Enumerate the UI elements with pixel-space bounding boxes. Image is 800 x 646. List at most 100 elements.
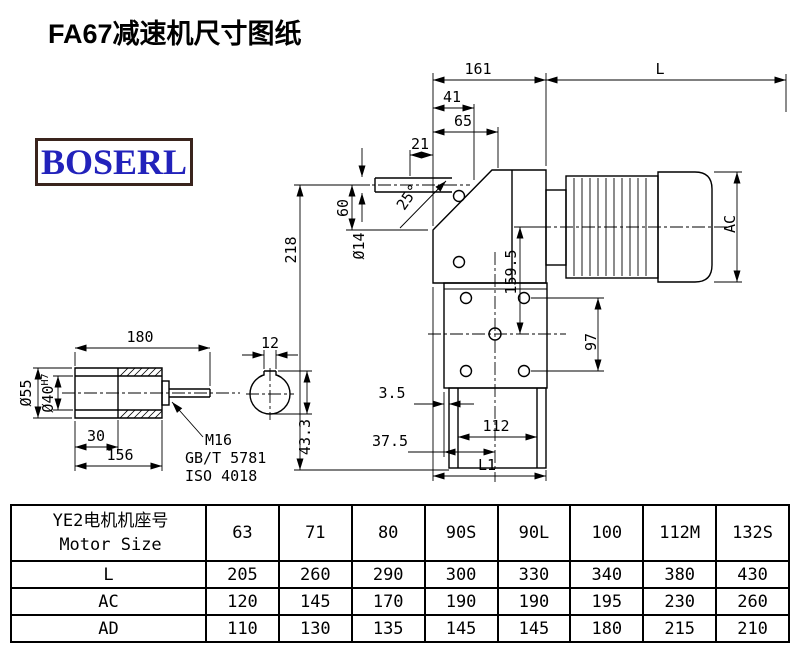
- dim-label-12: 12: [261, 334, 279, 352]
- dim-label-AC: AC: [721, 215, 739, 233]
- table-row-AC: AC 120 145 170 190 190 195 230 260: [10, 587, 790, 616]
- size-col-71: 71: [277, 504, 353, 562]
- centerlines: [428, 252, 566, 482]
- cell-L-132S: 430: [715, 560, 790, 589]
- table-row-L: L 205 260 290 300 330 340 380 430: [10, 560, 790, 589]
- dim-43-3: 43.3: [272, 370, 314, 455]
- dim-label-L: L: [655, 60, 664, 78]
- dim-112: 112: [458, 417, 537, 441]
- cell-AD-90L: 145: [496, 614, 572, 643]
- dim-diameter-55: Ø55: [17, 367, 72, 419]
- cell-AC-80: 170: [350, 587, 426, 616]
- cell-AC-112M: 230: [642, 587, 718, 616]
- dim-21: 21: [409, 135, 433, 176]
- dim-label-40-tolerance: H7: [40, 373, 51, 385]
- dim-60: 60: [334, 185, 428, 231]
- brand-logo-text: BOSERL: [40, 142, 188, 182]
- dim-label-159-5: 159.5: [502, 249, 520, 294]
- size-col-100: 100: [569, 504, 645, 562]
- dim-label-156: 156: [106, 446, 133, 464]
- cell-AC-90S: 190: [423, 587, 499, 616]
- table-row-AD: AD 110 130 135 145 145 180 215 210: [10, 614, 790, 643]
- dim-3-5: 3.5: [378, 384, 474, 457]
- size-col-90S: 90S: [423, 504, 499, 562]
- dim-label-3-5: 3.5: [378, 384, 405, 402]
- cell-AC-100: 195: [569, 587, 645, 616]
- note-m16: M16: [205, 431, 232, 449]
- dim-label-37-5: 37.5: [372, 432, 408, 450]
- cell-L-112M: 380: [642, 560, 718, 589]
- size-col-112M: 112M: [642, 504, 718, 562]
- cell-AC-71: 145: [277, 587, 353, 616]
- dim-diameter-40H7: Ø40H7: [39, 373, 73, 413]
- dim-label-60: 60: [334, 199, 352, 217]
- bolt-note: M16 GB/T 5781 ISO 4018: [171, 401, 266, 485]
- dim-label-diameter-55: Ø55: [17, 379, 35, 406]
- cell-AC-90L: 190: [496, 587, 572, 616]
- dim-angle-25: 25°: [393, 180, 447, 229]
- table-header-row: YE2电机机座号 Motor Size 63 71 80 90S 90L 100…: [10, 504, 790, 562]
- dim-65: 65: [433, 112, 499, 168]
- cell-AD-63: 110: [205, 614, 280, 643]
- dim-label-112: 112: [482, 417, 509, 435]
- dim-161: 161: [432, 60, 547, 226]
- row-label-L: L: [10, 560, 207, 589]
- row-label-AD: AD: [10, 614, 207, 643]
- dim-180: 180: [74, 328, 211, 386]
- note-iso-standard: ISO 4018: [185, 467, 257, 485]
- hollow-shaft-detail: [62, 367, 240, 419]
- dim-label-41: 41: [443, 88, 461, 106]
- dim-AC: AC: [714, 171, 742, 283]
- dim-shaft-diameter-14: Ø14: [350, 148, 368, 260]
- note-gb-standard: GB/T 5781: [185, 449, 266, 467]
- page-title: FA67减速机尺寸图纸: [48, 19, 302, 49]
- bore-section-detail: [246, 368, 294, 420]
- motor-size-table: YE2电机机座号 Motor Size 63 71 80 90S 90L 100…: [10, 504, 790, 643]
- table-header-motor-size: YE2电机机座号 Motor Size: [10, 504, 207, 562]
- cell-AC-132S: 260: [715, 587, 790, 616]
- cell-AC-63: 120: [205, 587, 280, 616]
- dim-L1: L1: [432, 287, 547, 481]
- size-col-63: 63: [205, 504, 280, 562]
- header-line-cn: YE2电机机座号: [52, 511, 169, 531]
- cell-AD-71: 130: [277, 614, 353, 643]
- header-line-en: Motor Size: [59, 535, 162, 555]
- dim-label-97: 97: [582, 333, 600, 351]
- dim-159-5: 159.5: [502, 226, 540, 334]
- cell-AD-132S: 210: [715, 614, 790, 643]
- dim-L: L: [546, 60, 787, 112]
- dim-156: 156: [75, 420, 163, 471]
- cell-AD-100: 180: [569, 614, 645, 643]
- dim-218: 218: [282, 184, 449, 471]
- cell-AD-80: 135: [350, 614, 426, 643]
- dim-label-diameter-14: Ø14: [350, 232, 368, 259]
- cell-L-63: 205: [205, 560, 280, 589]
- gearbox-upper-housing: [432, 169, 547, 284]
- dim-label-L1: L1: [478, 456, 496, 474]
- dim-label-30: 30: [87, 427, 105, 445]
- dim-label-21: 21: [411, 135, 429, 153]
- dim-label-65: 65: [454, 112, 472, 130]
- cell-L-100: 340: [569, 560, 645, 589]
- motor: [538, 171, 730, 283]
- dim-label-40-base: Ø40: [39, 385, 57, 412]
- size-col-132S: 132S: [715, 504, 790, 562]
- gearbox-lower-housing: [443, 282, 548, 389]
- size-col-80: 80: [350, 504, 426, 562]
- dim-label-161: 161: [464, 60, 491, 78]
- brand-logo-box: BOSERL: [35, 138, 193, 186]
- cell-L-80: 290: [350, 560, 426, 589]
- dim-label-43-3: 43.3: [296, 419, 314, 455]
- cell-L-90L: 330: [496, 560, 572, 589]
- size-col-90L: 90L: [496, 504, 572, 562]
- cell-L-90S: 300: [423, 560, 499, 589]
- dim-label-218: 218: [282, 236, 300, 263]
- dim-97: 97: [531, 297, 604, 372]
- row-label-AC: AC: [10, 587, 207, 616]
- input-shaft: [356, 177, 470, 193]
- cell-AD-112M: 215: [642, 614, 718, 643]
- dim-label-180: 180: [126, 328, 153, 346]
- cell-L-71: 260: [277, 560, 353, 589]
- dim-41: 41: [433, 88, 475, 180]
